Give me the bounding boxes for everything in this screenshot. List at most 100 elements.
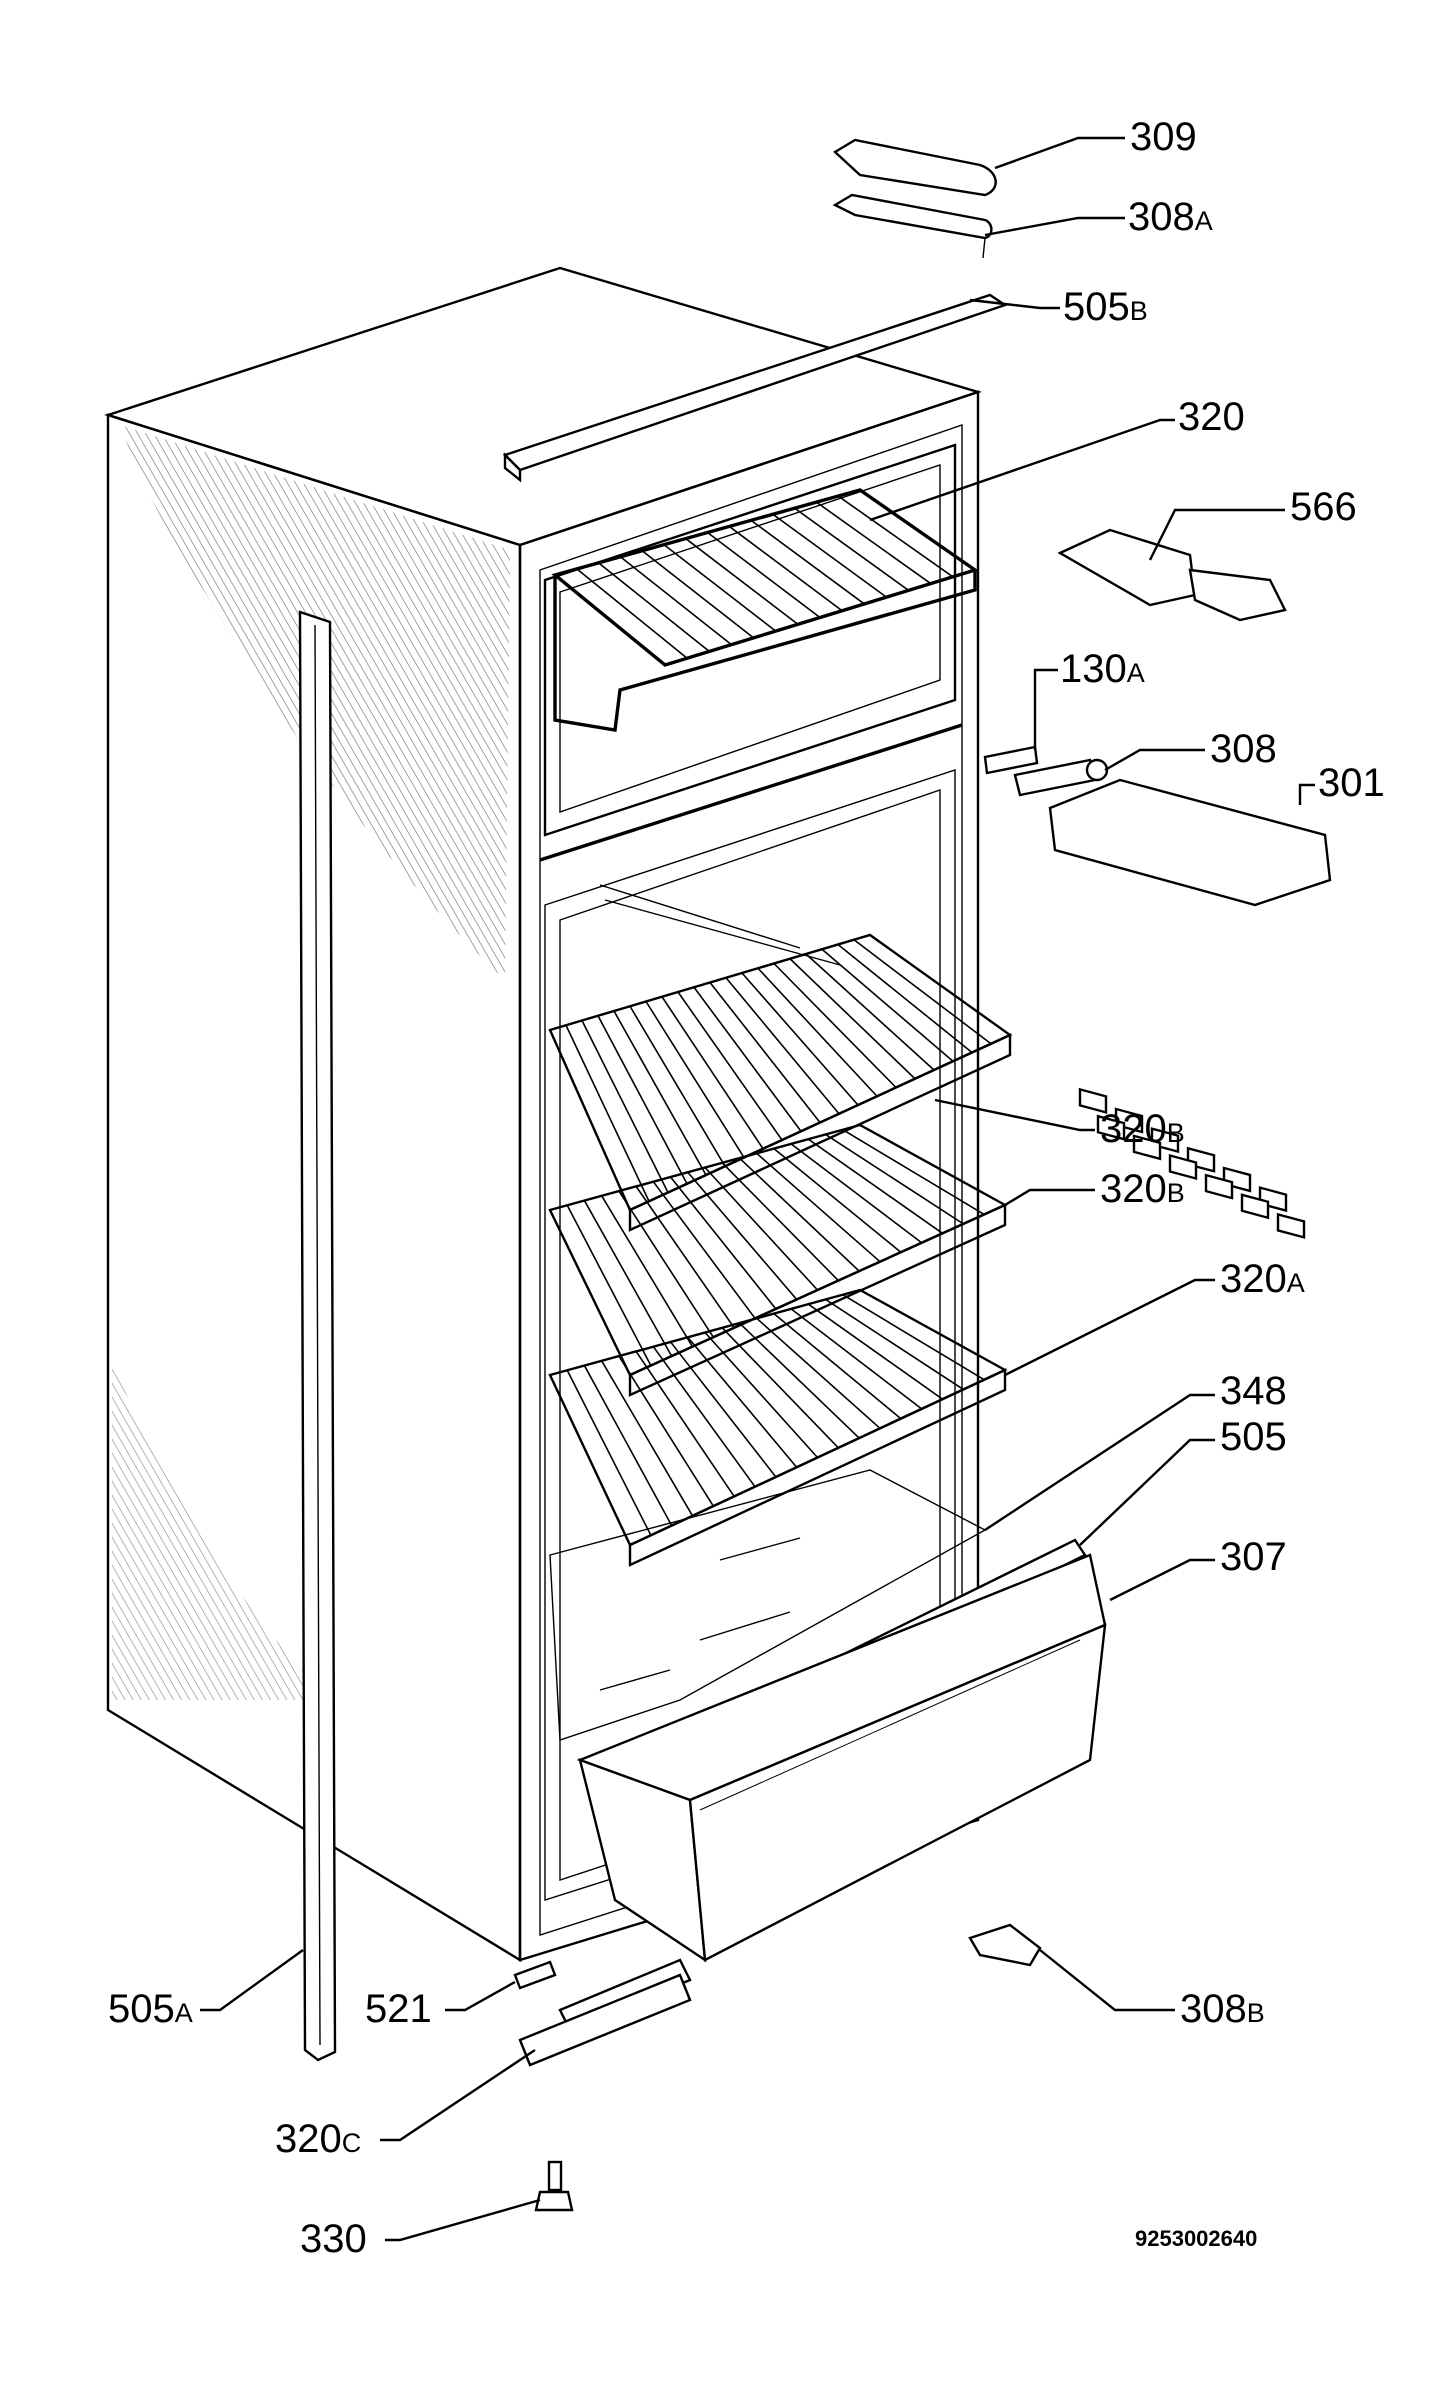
- shelf-rib: [597, 1015, 688, 1185]
- leader-lines: [200, 136, 1315, 2242]
- label-505: 505: [1220, 1415, 1287, 1459]
- shelf-rib: [565, 1024, 650, 1202]
- shelf-rib: [738, 1322, 860, 1439]
- shelf-rib: [641, 550, 755, 639]
- label-308b: 308B: [1180, 1987, 1265, 2031]
- top-hinge-bracket: [832, 193, 993, 259]
- shelf-rib: [704, 1166, 819, 1291]
- ice-cell: [1204, 1173, 1234, 1200]
- shelf-rib: [805, 953, 935, 1071]
- shelf-rib: [721, 1327, 839, 1449]
- ice-cube-tray: [1048, 778, 1332, 1239]
- adjustable-foot: [534, 2160, 574, 2212]
- shelf-rib: [685, 537, 799, 625]
- middle-hinge-bracket: [983, 745, 1109, 797]
- shelf-rib: [756, 1317, 881, 1429]
- ventilation-grille: [518, 1958, 692, 2067]
- shelf-rib: [756, 1152, 881, 1263]
- shelf-rib: [842, 1129, 985, 1216]
- shelf-rib: [728, 525, 843, 612]
- shelf-rib: [598, 562, 710, 653]
- shelf-rib: [581, 1020, 669, 1193]
- shelf-rib: [600, 1360, 694, 1517]
- shelf-rib: [583, 1200, 673, 1357]
- label-566: 566: [1290, 485, 1357, 529]
- shelf-rib: [613, 1010, 707, 1176]
- ice-cell: [1078, 1087, 1108, 1114]
- label-309: 309: [1130, 115, 1197, 159]
- label-308: 308: [1210, 727, 1277, 771]
- label-505a: 505A: [108, 1987, 193, 2031]
- shelf-rib: [709, 982, 821, 1123]
- shelf-rib: [721, 1162, 839, 1282]
- shelf-rib: [583, 1365, 673, 1526]
- shelf-rib: [661, 996, 764, 1150]
- shelf-rib: [687, 1336, 798, 1468]
- shelf-rib: [652, 1346, 756, 1488]
- ice-scraper: [1057, 528, 1287, 622]
- label-330: 330: [300, 2217, 367, 2261]
- shelf-rib: [789, 958, 916, 1080]
- part-labels: 309 308A 505B 320 566 130A 308 301 320B …: [108, 115, 1385, 2261]
- badge-521: [513, 1960, 557, 1990]
- ice-cell: [1276, 1212, 1306, 1239]
- shelf-rib: [773, 1312, 902, 1420]
- shelf-rib: [576, 568, 688, 659]
- fridge-glass-shelf-3: [548, 1288, 1008, 1567]
- ice-cell: [1168, 1153, 1198, 1180]
- shelf-rib: [772, 513, 887, 598]
- shelf-rib: [707, 531, 821, 619]
- shelf-rib: [725, 977, 840, 1115]
- label-320c: 320C: [275, 2117, 361, 2161]
- shelf-rib: [645, 1001, 745, 1158]
- shelf-rib: [629, 1005, 726, 1167]
- fridge-glass-shelf-2: [548, 1123, 1008, 1397]
- shelf-rib: [794, 507, 910, 592]
- ice-cell: [1096, 1114, 1126, 1141]
- shelf-rib: [652, 1181, 756, 1319]
- shelf-rib: [821, 948, 954, 1062]
- label-308a: 308A: [1128, 195, 1213, 239]
- shelf-rib: [669, 1341, 777, 1478]
- freezer-wire-shelf: [551, 488, 979, 732]
- fridge-glass-shelf-1: [548, 933, 1013, 1232]
- ice-cell: [1132, 1134, 1162, 1161]
- shelf-rib: [853, 939, 992, 1045]
- shelf-rib: [750, 519, 865, 605]
- shelf-rib: [807, 1138, 943, 1234]
- label-301: 301: [1318, 761, 1385, 805]
- label-307: 307: [1220, 1535, 1287, 1579]
- shelf-rib: [618, 1355, 715, 1507]
- shelf-rib: [600, 1195, 694, 1348]
- hinge-cover: [833, 138, 997, 197]
- door-gasket-strip: [298, 610, 337, 2062]
- shelf-rib: [635, 1350, 735, 1497]
- ice-cell: [1240, 1193, 1270, 1220]
- shelf-rib: [687, 1171, 798, 1300]
- shelf-rib: [790, 1143, 923, 1244]
- document-code: 9253002640: [1135, 2226, 1257, 2251]
- shelf-rib: [807, 1303, 943, 1400]
- shelf-rib: [663, 544, 777, 632]
- shelf-rib: [669, 1176, 777, 1310]
- shelf-rib: [618, 1190, 715, 1338]
- shelf-rib: [704, 1331, 819, 1459]
- shelf-rib: [790, 1308, 923, 1410]
- shelf-rib: [677, 991, 783, 1141]
- shelf-rib: [566, 1369, 652, 1536]
- shelf-rib: [815, 501, 932, 585]
- shelf-rib: [773, 962, 897, 1089]
- shelf-rib: [837, 943, 973, 1054]
- label-521: 521: [365, 1987, 432, 2031]
- shelf-rib: [693, 986, 802, 1132]
- lower-hinge-bracket: [968, 1923, 1042, 1967]
- label-320a: 320A: [1220, 1257, 1305, 1301]
- crisper-cover-glass: [549, 1469, 987, 1741]
- label-505b: 505B: [1063, 285, 1148, 329]
- label-348: 348: [1220, 1369, 1287, 1413]
- shelf-rib: [757, 967, 878, 1097]
- label-130a: 130A: [1060, 647, 1145, 691]
- shelf-rib: [619, 556, 732, 646]
- shelf-rib: [825, 1133, 964, 1225]
